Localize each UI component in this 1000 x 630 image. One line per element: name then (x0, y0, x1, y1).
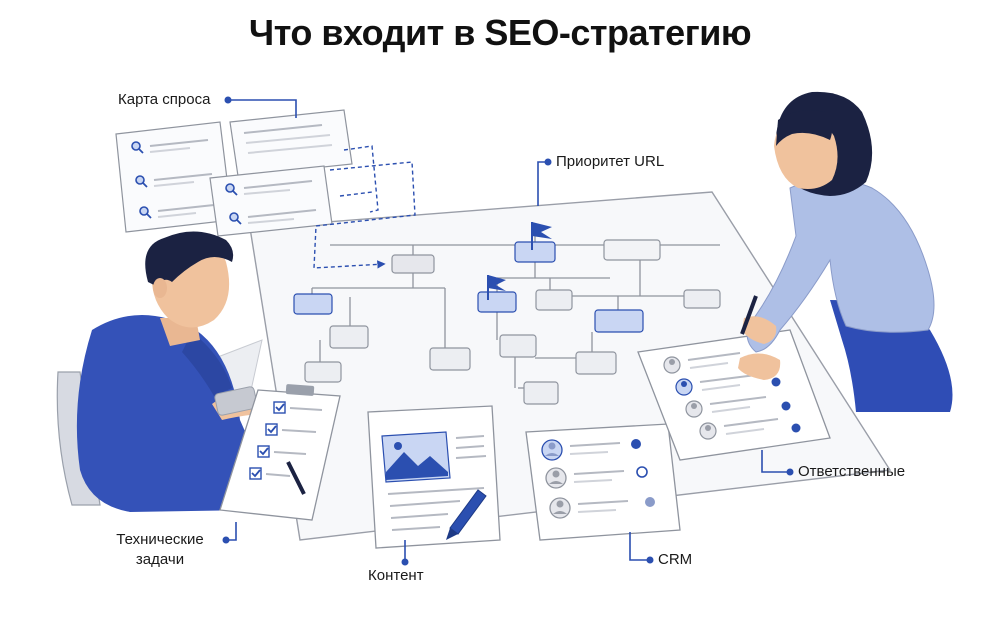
sitemap-node-priority (293, 293, 333, 315)
sitemap-node-priority (477, 291, 517, 313)
page-title: Что входит в SEO-стратегию (248, 12, 752, 53)
url-priority-leader (537, 161, 548, 206)
sitemap-node (683, 289, 721, 309)
responsible-list (637, 329, 831, 461)
pen-icon (740, 295, 758, 335)
flag-icon (531, 222, 552, 250)
sitemap-node-priority (594, 309, 644, 333)
label-demand-map: Карта спроса (118, 91, 211, 108)
search-icon (229, 212, 242, 225)
checkbox-icon (273, 401, 286, 414)
user-icon (675, 378, 693, 396)
search-icon (139, 206, 152, 219)
checkbox-icon (257, 445, 270, 458)
sitemap-node (329, 325, 369, 349)
sitemap-nodes (293, 239, 721, 405)
label-tech-tasks: Технические задачи (100, 530, 220, 570)
content-document (367, 405, 501, 549)
pen-icon (286, 461, 306, 495)
user-icon (545, 467, 567, 489)
woman-figure (738, 91, 953, 412)
user-icon (663, 356, 681, 374)
search-icon (131, 141, 144, 154)
search-results-card (209, 165, 333, 237)
callout-leaders (226, 99, 790, 562)
user-icon (549, 497, 571, 519)
search-icon (135, 175, 148, 188)
user-icon (541, 439, 563, 461)
user-icon (699, 422, 717, 440)
man-figure (56, 231, 306, 512)
label-crm: CRM (658, 551, 693, 568)
search-results-card (229, 109, 353, 177)
crm-leader (629, 532, 650, 561)
sitemap-node (391, 254, 435, 274)
sitemap-node (499, 334, 537, 358)
label-content: Контент (368, 567, 424, 584)
crm-card (525, 423, 681, 541)
label-url-priority: Приоритет URL (556, 153, 665, 170)
checkbox-icon (265, 423, 278, 436)
callout-dots (222, 96, 794, 566)
search-icon (225, 183, 238, 196)
label-tech-tasks-line1: Технические (116, 531, 204, 548)
pen-icon (446, 489, 487, 540)
responsible-leader (761, 450, 790, 473)
demand-to-sitemap-connector (313, 145, 416, 269)
checkbox-icon (249, 467, 262, 480)
label-responsible: Ответственные (798, 463, 906, 480)
flag-icon (487, 275, 506, 300)
label-tech-tasks-line2: задачи (135, 551, 185, 568)
sitemap-node-priority (514, 241, 556, 263)
sitemap-node (304, 361, 342, 383)
sitemap-node (603, 239, 661, 261)
tech-tasks-clipboard (219, 384, 341, 521)
sitemap-node (575, 351, 617, 375)
image-icon (381, 431, 451, 483)
sitemap-node (535, 289, 573, 311)
search-results-card (115, 121, 233, 233)
demand-map-leader (228, 99, 297, 118)
demand-map-cards (115, 109, 353, 237)
user-icon (685, 400, 703, 418)
sitemap-node (523, 381, 559, 405)
sitemap-node (429, 347, 471, 371)
